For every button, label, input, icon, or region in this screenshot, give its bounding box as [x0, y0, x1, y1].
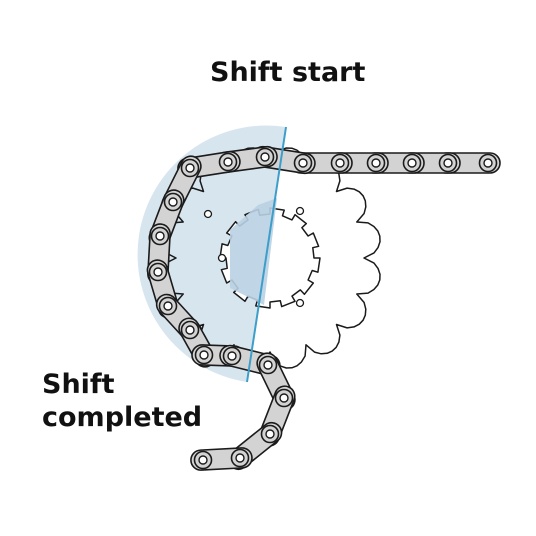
chain-pin: [407, 158, 417, 168]
chain-pin: [185, 325, 195, 335]
hub-dot: [295, 298, 305, 308]
chain-pin: [443, 158, 453, 168]
chain-pin: [185, 163, 195, 173]
chain-pin: [235, 453, 245, 463]
chain-pin: [163, 301, 173, 311]
shift-boundary-line: [246, 126, 287, 383]
chain-pin: [265, 429, 275, 439]
hub-dot: [295, 206, 305, 216]
shift-start-label: Shift start: [210, 57, 366, 88]
chain: [146, 145, 501, 471]
cog-dot: [203, 209, 213, 219]
chain-pin: [279, 393, 289, 403]
chain-pin: [335, 158, 345, 168]
chain-pin: [371, 158, 381, 168]
chain-pin: [260, 152, 270, 162]
shift-completed-label: Shift completed: [42, 368, 202, 434]
chain-pin: [263, 360, 273, 370]
shift-completed-line2: completed: [42, 402, 203, 433]
hub-dot: [217, 253, 227, 263]
chain-pin: [483, 158, 493, 168]
chain-pin: [153, 267, 163, 277]
chain-pin: [168, 197, 178, 207]
chain-pin: [298, 158, 308, 168]
chain-pin: [198, 455, 208, 465]
chain-pin: [199, 350, 209, 360]
shift-completed-line1: Shift: [42, 369, 115, 400]
chain-pin: [223, 157, 233, 167]
chain-pin: [227, 351, 237, 361]
hub-shade: [230, 198, 277, 305]
chain-pin: [155, 231, 165, 241]
